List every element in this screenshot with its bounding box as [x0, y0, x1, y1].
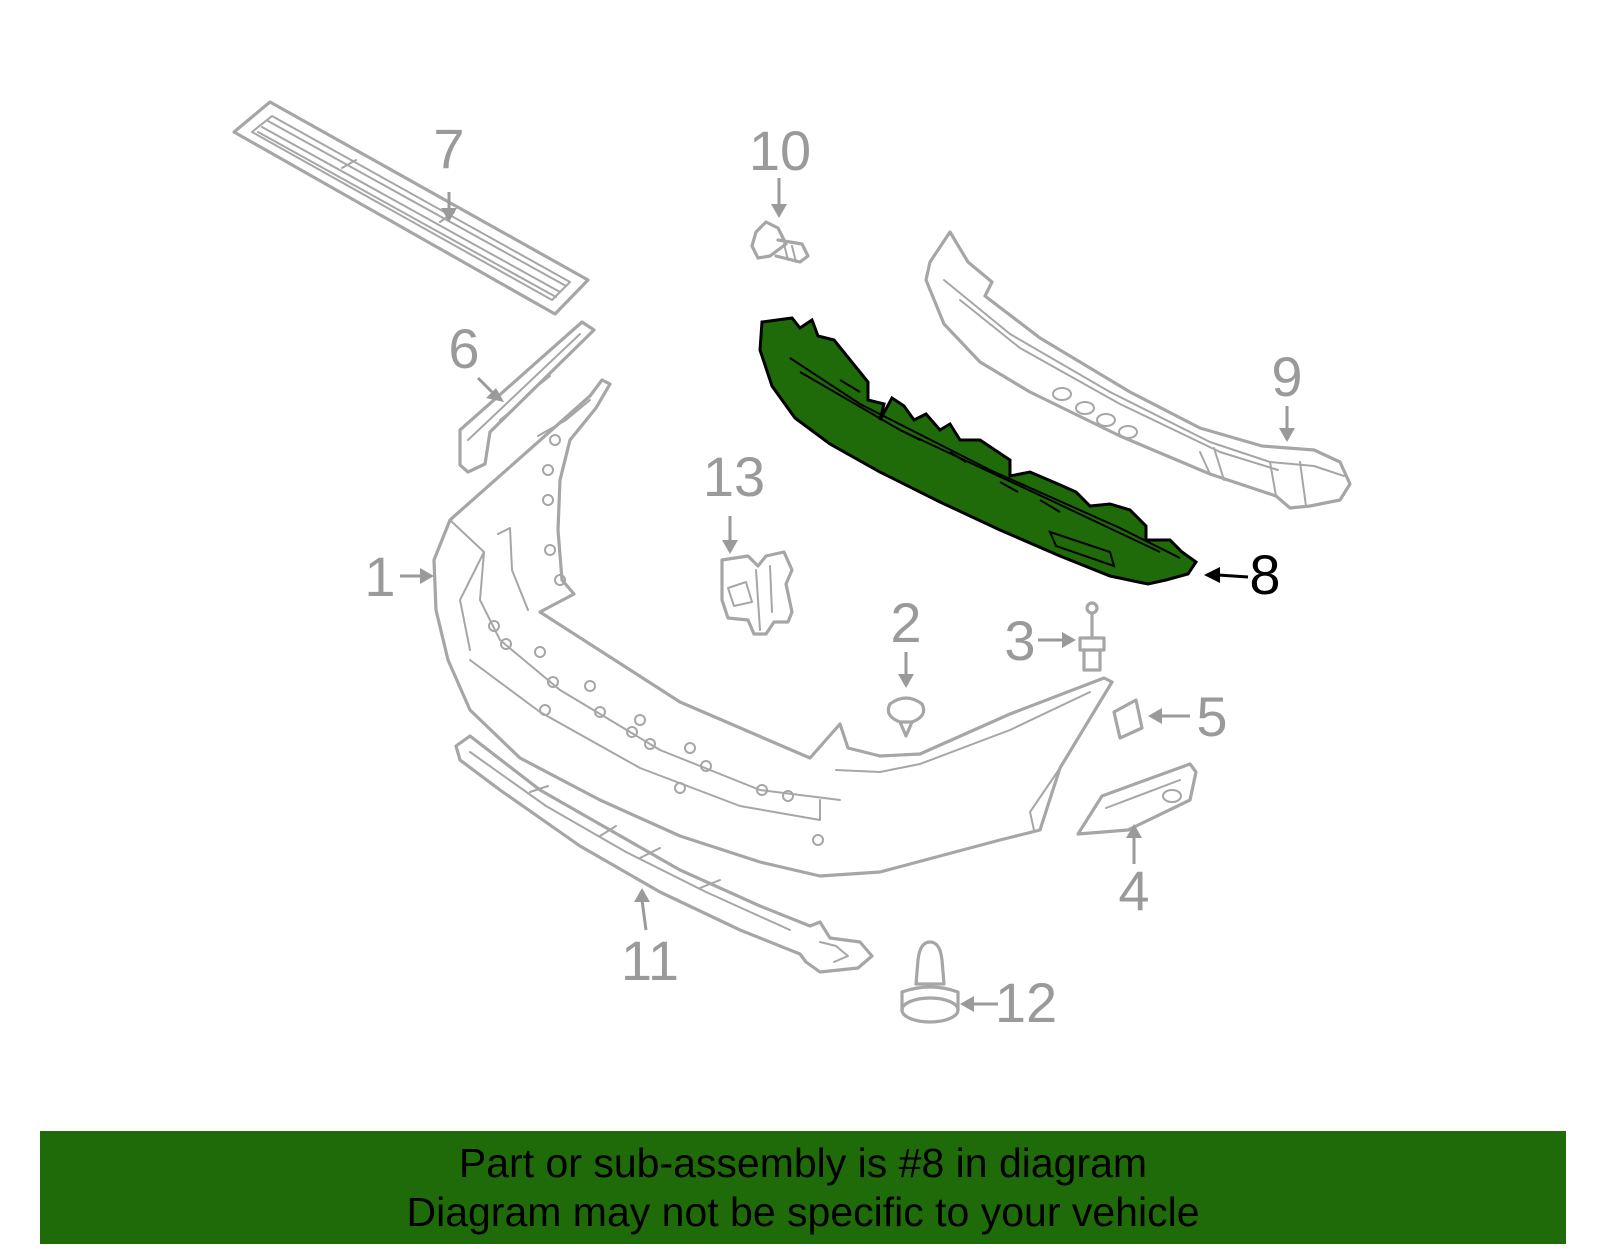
part-8-energy-absorber[interactable]: [758, 316, 1199, 586]
part-13-bracket-assembly[interactable]: [720, 550, 794, 636]
part-1-bumper-cover[interactable]: [432, 378, 1114, 878]
part-9-reinforcement-bar[interactable]: [924, 230, 1352, 510]
info-banner: Part or sub-assembly is #8 in diagram Di…: [40, 1131, 1566, 1244]
callout-12: 12: [995, 971, 1057, 1034]
callout-11: 11: [621, 929, 679, 992]
part-12-grommet[interactable]: [900, 940, 960, 1024]
callout-5: 5: [1196, 685, 1227, 748]
callout-3: 3: [1004, 609, 1035, 672]
part-6-bracket[interactable]: [458, 320, 596, 474]
part-10-bolt[interactable]: [750, 220, 810, 264]
callout-2: 2: [890, 591, 921, 654]
callout-1: 1: [364, 545, 395, 608]
callout-13: 13: [703, 445, 765, 508]
leader-lines: [400, 178, 1295, 1012]
part-7-trim-panel[interactable]: [232, 100, 590, 316]
callout-10: 10: [749, 119, 811, 182]
parts-diagram: 7 6 10 9 13 1 2 3 5 4 11 12 8: [232, 100, 1352, 1034]
part-3-pin-fastener[interactable]: [1078, 601, 1106, 672]
callout-6: 6: [448, 317, 479, 380]
banner-line-1: Part or sub-assembly is #8 in diagram: [458, 1139, 1148, 1186]
part-4-reflector[interactable]: [1076, 762, 1198, 836]
callout-4: 4: [1118, 859, 1149, 922]
part-5-clip-pad[interactable]: [1112, 698, 1144, 740]
part-11-lower-deflector[interactable]: [454, 734, 874, 974]
part-2-push-clip[interactable]: [886, 696, 926, 738]
callout-8: 8: [1249, 543, 1280, 606]
banner-line-2: Diagram may not be specific to your vehi…: [406, 1188, 1200, 1235]
callout-7: 7: [433, 117, 464, 180]
callout-9: 9: [1271, 345, 1302, 408]
